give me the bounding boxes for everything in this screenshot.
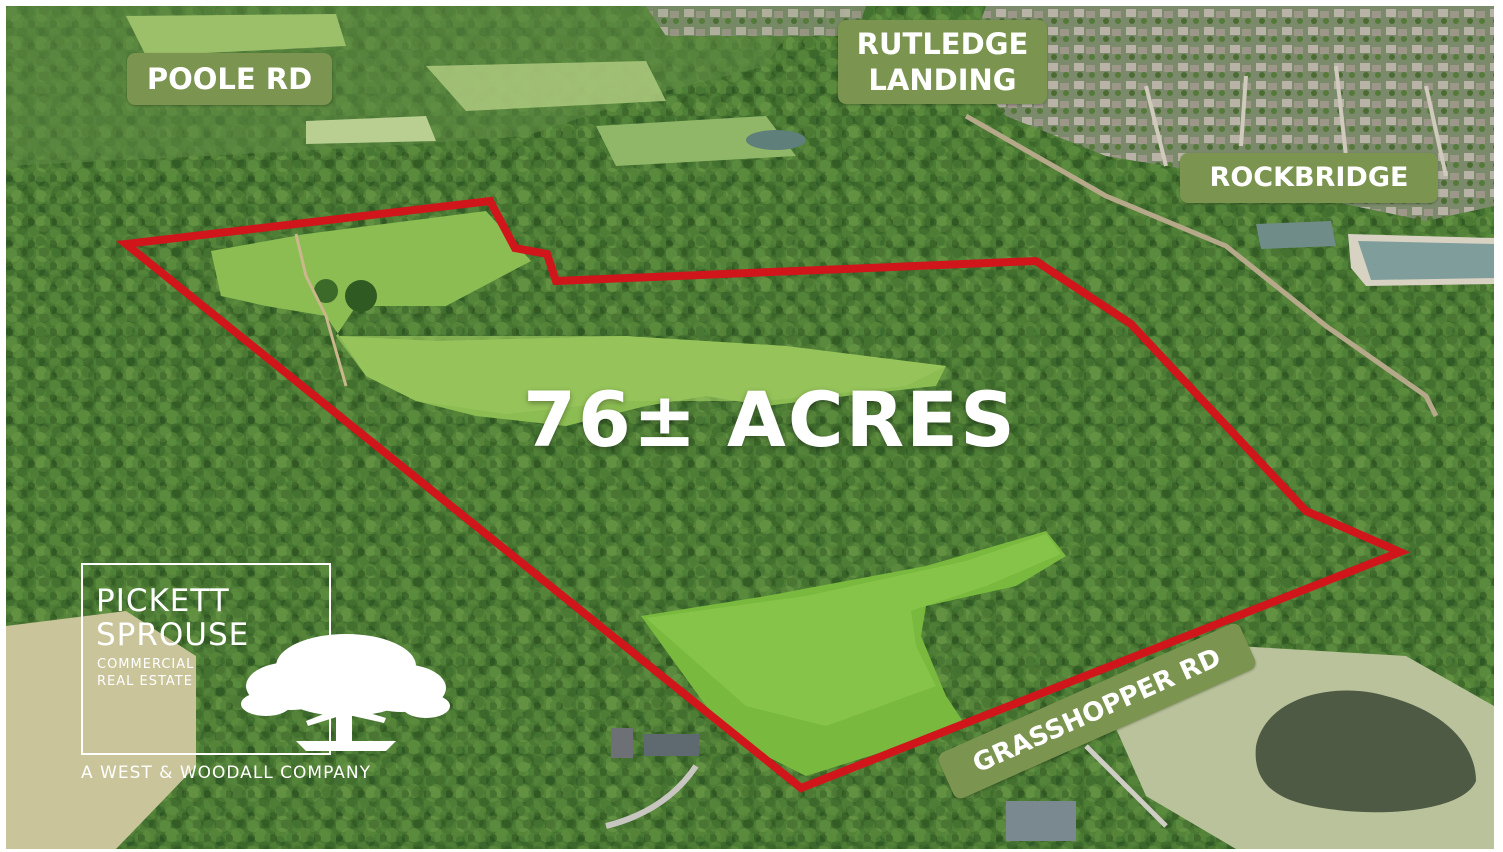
- logo-name-line1: PICKETT: [96, 583, 230, 619]
- house: [644, 734, 699, 756]
- label-rockbridge-text: ROCKBRIDGE: [1209, 162, 1409, 193]
- logo-tagline: A WEST & WOODALL COMPANY: [81, 763, 371, 783]
- label-rutledge-line2: LANDING: [868, 63, 1017, 97]
- label-poole-rd: POOLE RD: [127, 53, 332, 105]
- retention-pond-small: [1256, 221, 1336, 249]
- field-south-light: [646, 534, 1061, 726]
- field-top-left: [126, 14, 346, 56]
- trail: [964, 113, 1439, 418]
- field-north-light: [336, 336, 946, 414]
- label-poole-rd-text: POOLE RD: [146, 62, 313, 96]
- subdivision-streets: [1144, 65, 1448, 177]
- small-pond: [746, 130, 806, 150]
- tree-cluster: [345, 280, 377, 312]
- label-rockbridge: ROCKBRIDGE: [1180, 153, 1438, 203]
- subdivision-top: [646, 6, 866, 36]
- field-bottom-left: [6, 611, 196, 849]
- pond: [1255, 690, 1476, 813]
- parcel-boundary: [116, 196, 1411, 793]
- house: [1006, 801, 1076, 841]
- field-mid: [596, 116, 796, 166]
- label-rutledge-landing: RUTLEDGE LANDING: [838, 20, 1047, 104]
- field-small: [306, 116, 436, 144]
- tree-logo-icon: [241, 634, 450, 751]
- driveway: [605, 764, 699, 829]
- tree-cluster: [314, 279, 338, 303]
- label-rutledge-line1: RUTLEDGE: [856, 27, 1029, 61]
- logo-frame: [81, 563, 331, 755]
- dirt-track: [294, 233, 348, 387]
- logo-name-line2: SPROUSE: [96, 617, 250, 653]
- lane: [1084, 744, 1168, 828]
- acreage-headline: 76± ACRES: [523, 375, 1017, 464]
- field-top-mid: [426, 61, 666, 111]
- house: [611, 728, 633, 758]
- logo-subtitle-line2: REAL ESTATE: [97, 674, 193, 689]
- retention-pond: [1358, 241, 1494, 280]
- logo-subtitle-line1: COMMERCIAL: [97, 657, 195, 672]
- aerial-scene: [6, 6, 1494, 849]
- aerial-photo: [6, 6, 1494, 849]
